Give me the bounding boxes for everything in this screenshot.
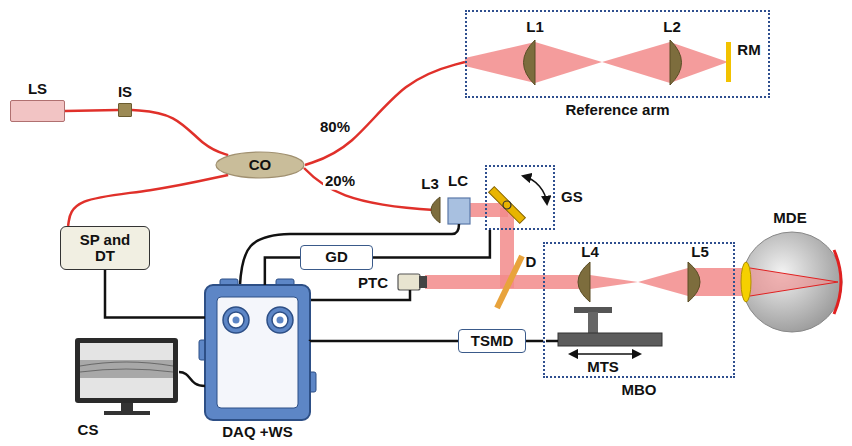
- lens-label: L4: [579, 244, 601, 261]
- split-ratio: 20%: [323, 173, 357, 190]
- lens-l5: [688, 262, 700, 302]
- cornea: [741, 262, 751, 302]
- node-text: TSMD: [471, 333, 514, 350]
- node-text: CO: [249, 157, 272, 174]
- fiber-coupler: CO: [215, 151, 305, 179]
- lens-l1: [524, 40, 536, 85]
- node-text: DAQ +WS: [222, 424, 292, 441]
- lens-l2: [670, 40, 682, 85]
- signal-cable: [373, 230, 490, 258]
- daq-connector: [267, 307, 293, 333]
- eye-ray: [750, 282, 838, 296]
- dichroic-mirror: [497, 256, 522, 308]
- optical-fiber: [132, 110, 228, 155]
- eye-beam: [750, 268, 838, 296]
- daq-housing: [205, 285, 310, 420]
- lens-l4: [578, 262, 590, 302]
- galvo-scanner-box: GS: [485, 165, 555, 230]
- lens-label: L3: [419, 176, 441, 193]
- edge-label: 80%: [318, 119, 352, 136]
- light-source: LS: [10, 100, 65, 122]
- galvo-driver-box: GD: [300, 245, 373, 270]
- stage-post: [588, 312, 598, 333]
- part-label: MDE: [771, 210, 808, 227]
- monitor-stand: [121, 403, 133, 411]
- translation-stage: [558, 333, 662, 346]
- reference-mirror: [726, 42, 731, 82]
- daq-connector: [223, 307, 249, 333]
- part-label: MTS: [585, 359, 621, 376]
- part-label: LC: [446, 173, 470, 190]
- isolator: IS: [118, 103, 132, 117]
- optical-fiber: [65, 110, 118, 111]
- part-label: CS: [76, 422, 101, 439]
- stage-driver-box: TSMD: [458, 329, 526, 354]
- galvo-mirror: [489, 187, 526, 224]
- ptc-cap: [419, 276, 427, 288]
- node-text: LS: [28, 81, 47, 98]
- sample-fiber: [304, 168, 434, 210]
- daq-panel: [217, 297, 298, 408]
- lens-l3: [431, 197, 440, 223]
- signal-cable: [265, 258, 300, 286]
- eye-ray: [750, 268, 838, 282]
- oct-image: [80, 360, 173, 378]
- spectrometer-box: SP and DT: [60, 226, 150, 270]
- optical-fiber: [305, 62, 465, 165]
- stage-cable: [546, 340, 558, 343]
- liquid-crystal-cube: [448, 198, 470, 224]
- node-text: GS: [561, 189, 583, 206]
- signal-cable: [105, 270, 205, 317]
- mirror-label: RM: [735, 42, 762, 59]
- oct-layers: [80, 362, 173, 372]
- part-label: PTC: [356, 275, 390, 292]
- stage-travel-arrow: [570, 353, 640, 355]
- node-text: MBO: [622, 382, 657, 399]
- part-label: D: [524, 254, 539, 271]
- lens-label: L2: [661, 19, 683, 36]
- movable-optics-box: MBO: [543, 242, 735, 378]
- monitor-base: [104, 411, 150, 415]
- daq-connector: [233, 317, 240, 324]
- node-text: GD: [325, 249, 348, 266]
- daq-workstation: DAQ +WS: [205, 285, 310, 420]
- monitor-frame: [75, 338, 178, 403]
- ptc-cable: [310, 290, 410, 300]
- reference-beam: [465, 42, 728, 83]
- monitor-cable: [179, 372, 205, 386]
- signal-cable: [526, 340, 543, 343]
- daq-connector: [277, 317, 284, 324]
- lc-cable: [240, 224, 459, 285]
- galvo-axis: [503, 201, 511, 209]
- coupler-ellipse: [216, 152, 304, 178]
- daq-connector: [272, 312, 288, 328]
- retina: [834, 250, 841, 314]
- node-text: IS: [118, 84, 132, 101]
- monitor-screen: [80, 343, 173, 398]
- ptc-body: [398, 274, 420, 290]
- lens-label: L1: [524, 19, 546, 36]
- reference-arm-box: Reference arm: [465, 10, 770, 98]
- daq-connector: [228, 312, 244, 328]
- optical-fiber: [68, 175, 228, 226]
- model-eye: [742, 232, 842, 332]
- node-text: Reference arm: [565, 102, 669, 119]
- node-text: SP and DT: [76, 232, 134, 265]
- rotation-arrow: [523, 176, 547, 204]
- lens-label: L5: [689, 244, 711, 261]
- signal-cable: [310, 340, 458, 343]
